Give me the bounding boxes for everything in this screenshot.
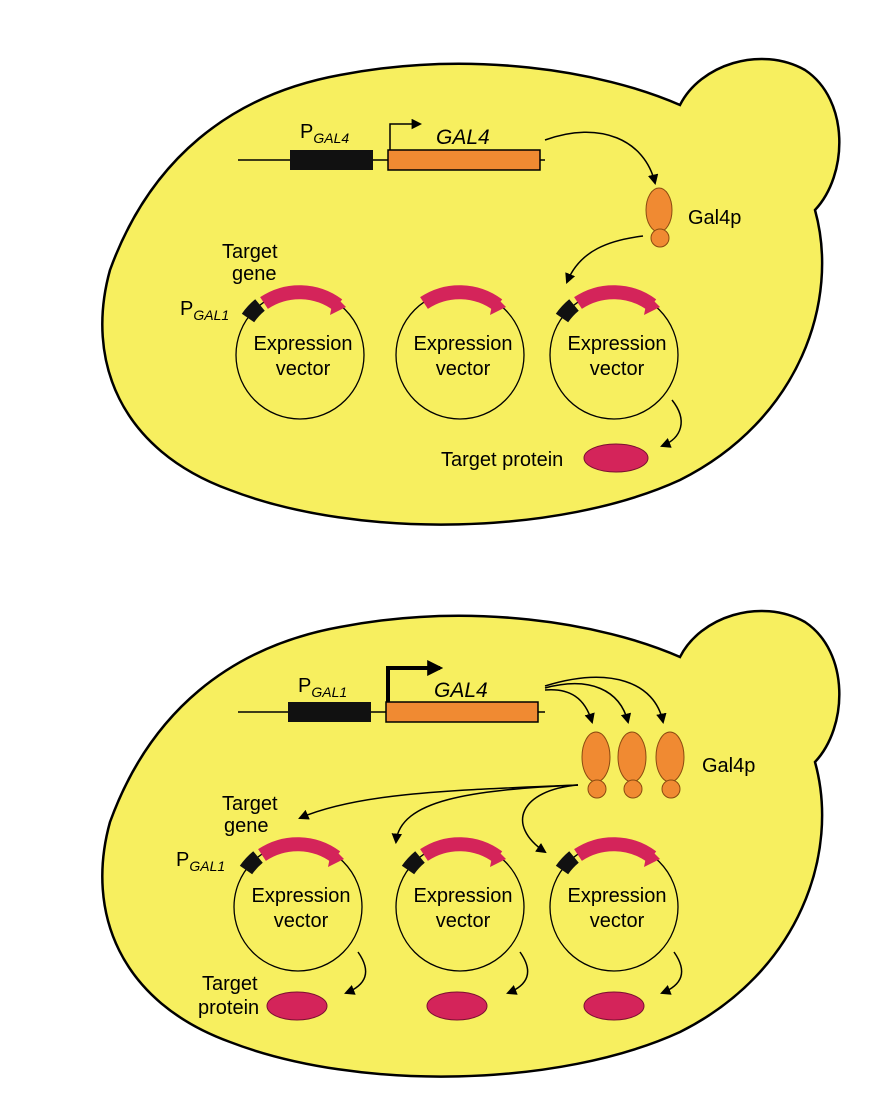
vector-3-label-line1-top: Expression	[568, 333, 667, 355]
gal4p-protein-bottom-1	[581, 731, 611, 799]
vector-3-bottom	[549, 837, 679, 972]
arrow-vector-to-protein-top	[660, 399, 682, 448]
transcription-arrow-bottom	[386, 660, 444, 702]
arrow-gal4p-to-vector-bottom-3	[521, 784, 579, 854]
promoter-sub-top: GAL4	[313, 130, 349, 146]
gal4p-protein-top	[645, 187, 673, 248]
vector-promoter-label-bottom: P	[176, 849, 189, 871]
gal4-gene-label-top: GAL4	[436, 126, 490, 149]
arrow-vector-to-protein-bottom-3	[660, 951, 683, 995]
gal4-gene-box-top	[387, 149, 541, 171]
target-protein-bottom-2	[426, 991, 488, 1021]
promoter-sub-bottom: GAL1	[311, 684, 347, 700]
vector-2-label-line1-bottom: Expression	[414, 885, 513, 907]
gal4-gene-label-bottom: GAL4	[434, 679, 488, 702]
promoter-label-top: P	[300, 121, 313, 143]
vector-3-label-line2-bottom: vector	[590, 910, 645, 932]
arrow-vector-to-protein-bottom-2	[506, 951, 529, 995]
vector-1-bottom	[233, 837, 363, 972]
vector-2-label-line2-bottom: vector	[436, 910, 491, 932]
arrow-gal4p-to-vector-bottom-1	[298, 784, 579, 820]
vector-1-label-line1-bottom: Expression	[252, 885, 351, 907]
vector-3-label-line2-top: vector	[590, 358, 645, 380]
gal4p-protein-bottom-2	[617, 731, 647, 799]
vector-3-label-line1-bottom: Expression	[568, 885, 667, 907]
transcription-arrow-top	[389, 118, 423, 150]
gal4-gene-box-bottom	[385, 701, 539, 723]
target-protein-bottom-3	[583, 991, 645, 1021]
arrow-gal4p-to-vector-bottom-2	[391, 784, 579, 845]
vector-3-top	[549, 285, 679, 420]
arrow-gene-to-gal4p-bottom-1	[544, 689, 595, 725]
svg-text:PGAL1: PGAL1	[176, 849, 225, 874]
target-gene-label-top-line2: gene	[232, 263, 277, 285]
svg-text:PGAL1: PGAL1	[180, 298, 229, 323]
arrow-gene-to-gal4p-top	[544, 131, 659, 186]
promoter-label-bottom: P	[298, 675, 311, 697]
vector-promoter-sub-bottom: GAL1	[189, 858, 225, 874]
target-gene-label-bottom-line2: gene	[224, 815, 269, 837]
vector-2-top	[395, 285, 525, 420]
arrow-gene-to-gal4p-bottom-3	[544, 676, 667, 725]
target-protein-bottom-1	[266, 991, 328, 1021]
vector-2-label-line1-top: Expression	[414, 333, 513, 355]
gal4p-protein-bottom-3	[655, 731, 685, 799]
vector-1-top	[235, 285, 365, 420]
panel-bottom: PGAL1 GAL4 Gal4p Target gene PGAL1	[101, 609, 841, 1078]
vector-1-label-line2-bottom: vector	[274, 910, 329, 932]
vector-1-label-line2-top: vector	[276, 358, 331, 380]
panel-top: PGAL4 GAL4 Gal4p Target gene PGAL1	[101, 57, 841, 526]
arrow-gene-to-gal4p-bottom-2	[544, 683, 632, 725]
gal4p-label-top: Gal4p	[688, 207, 741, 229]
vector-1-label-line1-top: Expression	[254, 333, 353, 355]
arrow-gal4p-to-vector-top	[565, 235, 644, 284]
promoter-box-top	[290, 150, 373, 170]
target-gene-label-top-line1: Target	[222, 241, 278, 263]
promoter-box-bottom	[288, 702, 371, 722]
vector-2-label-line2-top: vector	[436, 358, 491, 380]
svg-text:PGAL4: PGAL4	[300, 121, 349, 146]
arrow-vector-to-protein-bottom-1	[344, 951, 367, 995]
vector-promoter-sub-top: GAL1	[193, 307, 229, 323]
vector-promoter-label-top: P	[180, 298, 193, 320]
target-protein-label-bottom-line2: protein	[198, 997, 259, 1019]
target-gene-label-bottom-line1: Target	[222, 793, 278, 815]
target-protein-label-bottom-line1: Target	[202, 973, 258, 995]
gal4p-label-bottom: Gal4p	[702, 755, 755, 777]
target-protein-top	[583, 443, 649, 473]
vector-2-bottom	[395, 837, 525, 972]
svg-text:PGAL1: PGAL1	[298, 675, 347, 700]
target-protein-label-top: Target protein	[441, 449, 563, 471]
